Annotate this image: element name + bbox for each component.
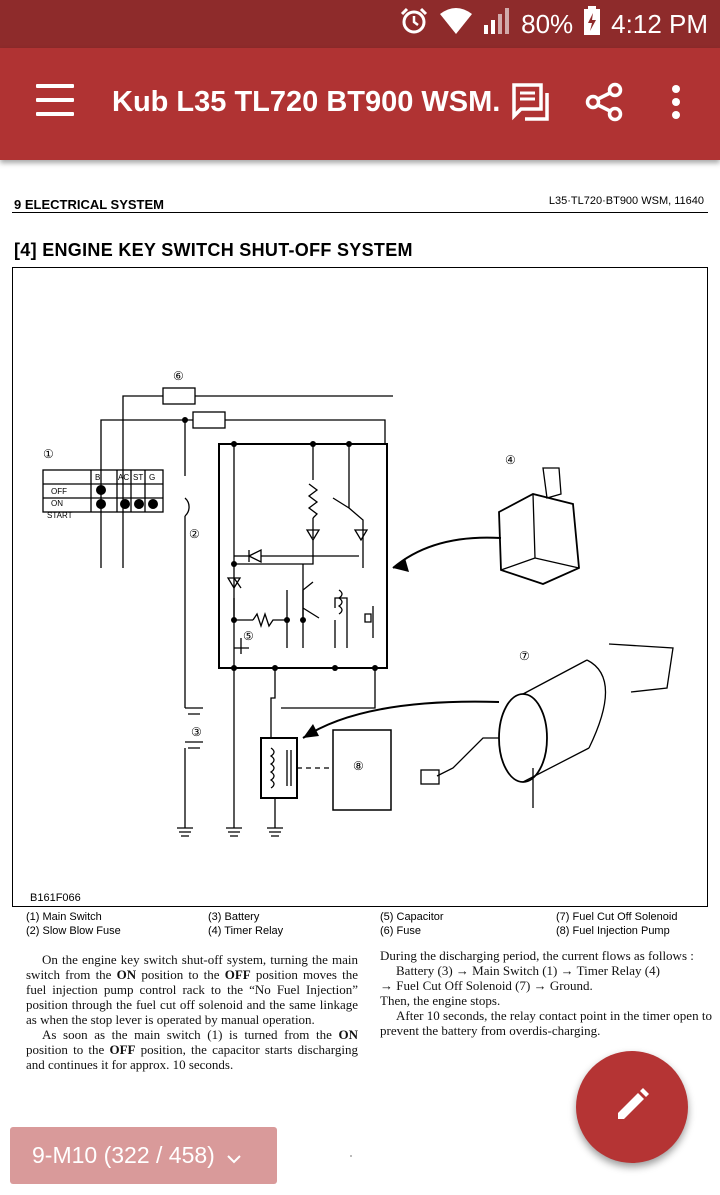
body-text-right: During the discharging period, the curre… <box>380 948 712 1038</box>
current-flow-line: → Fuel Cut Off Solenoid (7) → Ground. <box>380 978 593 993</box>
app-bar: Kub L35 TL720 BT900 WSM.... <box>0 48 720 160</box>
document-page[interactable]: 9 ELECTRICAL SYSTEM L35·TL720·BT900 WSM,… <box>0 160 720 1195</box>
wiring-diagram: ① ② ③ ④ ⑤ ⑥ ⑦ ⑧ B AC ST G OFF ON START <box>12 267 708 907</box>
more-options-button[interactable] <box>648 76 704 132</box>
annotate-fab[interactable] <box>576 1051 688 1163</box>
legend-item: (4) Timer Relay <box>208 925 284 937</box>
document-title: Kub L35 TL720 BT900 WSM.... <box>112 86 502 118</box>
legend-item: (5) Capacitor <box>380 911 444 923</box>
paragraph: During the discharging period, the curre… <box>380 948 694 963</box>
legend-item: (7) Fuel Cut Off Solenoid <box>556 911 678 923</box>
switch-row-off: OFF <box>51 487 67 496</box>
divider-dot <box>350 1155 352 1157</box>
callout-6: ⑥ <box>173 369 184 383</box>
paragraph: After 10 seconds, the relay contact poin… <box>380 1008 712 1038</box>
signal-icon <box>483 7 511 42</box>
pencil-icon <box>612 1085 652 1130</box>
toc-icon <box>511 81 553 128</box>
switch-col-ac: AC <box>118 473 129 482</box>
chevron-down-icon <box>227 1144 241 1171</box>
clock: 4:12 PM <box>611 8 708 39</box>
share-button[interactable] <box>576 76 632 132</box>
body-text-left: On the engine key switch shut-off system… <box>26 952 358 1072</box>
status-bar: 80% 4:12 PM <box>0 0 720 48</box>
menu-button[interactable] <box>30 84 82 124</box>
callout-4: ④ <box>505 453 516 467</box>
menu-icon <box>36 84 74 88</box>
chapter-header: 9 ELECTRICAL SYSTEM <box>14 197 165 212</box>
switch-col-st: ST <box>133 473 143 482</box>
figure-code: B161F066 <box>30 892 81 904</box>
switch-row-on: ON <box>51 499 63 508</box>
paragraph: Then, the engine stops. <box>380 993 501 1008</box>
legend-col-4: (7) Fuel Cut Off Solenoid (8) Fuel Injec… <box>556 910 677 938</box>
legend-item: (8) Fuel Injection Pump <box>556 925 670 937</box>
switch-col-b: B <box>95 473 100 482</box>
header-rule <box>12 212 708 213</box>
switch-col-g: G <box>149 473 155 482</box>
callout-1: ① <box>43 447 54 461</box>
page-indicator-label: 9-M10 (322 / 458) <box>32 1142 215 1168</box>
battery-percent: 80% <box>521 8 574 39</box>
more-vert-icon <box>670 84 682 125</box>
legend-item: (6) Fuse <box>380 925 421 937</box>
slow-blow-fuse-2 <box>192 411 226 429</box>
legend-item: (3) Battery <box>208 911 260 923</box>
callout-8: ⑧ <box>353 759 364 773</box>
callout-2: ② <box>189 527 200 541</box>
share-icon <box>584 82 624 127</box>
legend-col-2: (3) Battery (4) Timer Relay <box>208 910 283 938</box>
callout-5: ⑤ <box>243 629 254 643</box>
wifi-icon <box>439 7 473 42</box>
switch-row-start: START <box>47 511 73 520</box>
legend-col-1: (1) Main Switch (2) Slow Blow Fuse <box>26 910 121 938</box>
callout-3: ③ <box>191 725 202 739</box>
alarm-icon <box>399 6 429 43</box>
legend-item: (1) Main Switch <box>26 911 102 923</box>
manual-reference: L35·TL720·BT900 WSM, 11640 <box>548 195 704 207</box>
battery-charging-icon <box>583 5 601 43</box>
fuse-6 <box>162 387 196 405</box>
paragraph: On the engine key switch shut-off system… <box>26 952 359 1027</box>
toc-button[interactable] <box>504 76 560 132</box>
legend-item: (2) Slow Blow Fuse <box>26 925 121 937</box>
current-flow-line: Battery (3) → Main Switch (1) → Timer Re… <box>396 963 660 978</box>
legend-col-3: (5) Capacitor (6) Fuse <box>380 910 444 938</box>
circuit-schematic: ① ② ③ ④ ⑤ ⑥ ⑦ ⑧ B AC ST G OFF ON START <box>42 369 674 837</box>
paragraph: As soon as the main switch (1) is turned… <box>26 1027 358 1072</box>
callout-7: ⑦ <box>519 649 530 663</box>
page-selector-button[interactable]: 9-M10 (322 / 458) <box>10 1127 277 1184</box>
section-title: [4] ENGINE KEY SWITCH SHUT-OFF SYSTEM <box>14 240 413 260</box>
